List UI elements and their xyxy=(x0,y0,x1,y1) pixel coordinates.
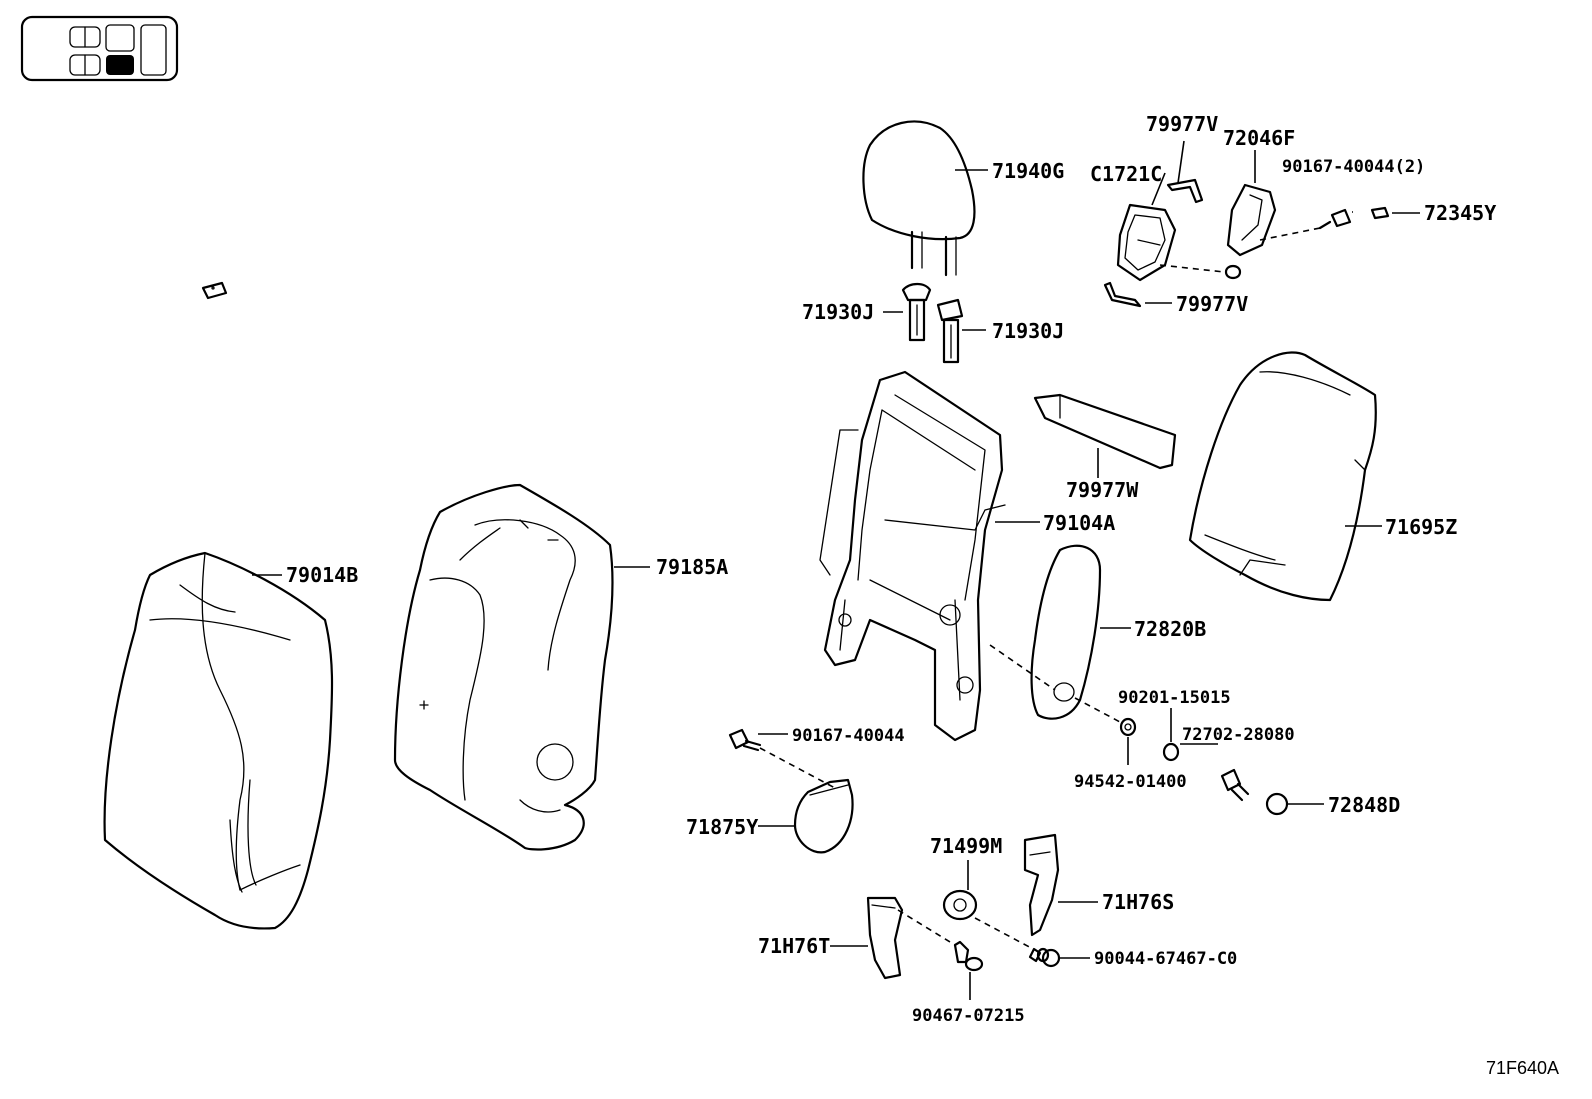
label-94542-01400[interactable]: 94542-01400 xyxy=(1074,772,1187,792)
cover-clip-79977V-lower[interactable] xyxy=(1103,281,1142,308)
clip-72345Y[interactable] xyxy=(1370,206,1390,220)
clip-90467-07215[interactable] xyxy=(953,940,984,972)
side-cover-72820B[interactable] xyxy=(1030,544,1102,720)
bracket-C1721C[interactable] xyxy=(1116,203,1177,282)
label-71930J-left[interactable]: 71930J xyxy=(802,300,874,324)
cap-72848D[interactable] xyxy=(1265,792,1289,816)
seat-position-locator-icon xyxy=(20,15,179,82)
label-71499M[interactable]: 71499M xyxy=(930,834,1002,858)
label-90167-40044-x2[interactable]: 90167-40044(2) xyxy=(1282,157,1425,177)
knob-71499M[interactable] xyxy=(942,889,978,921)
rear-board-71695Z[interactable] xyxy=(1188,351,1377,602)
label-72820B[interactable]: 72820B xyxy=(1134,617,1206,641)
diagram-reference-code: 71F640A xyxy=(1486,1058,1559,1078)
leader-lines xyxy=(252,140,1420,1000)
label-72848D[interactable]: 72848D xyxy=(1328,793,1400,817)
label-71H76S[interactable]: 71H76S xyxy=(1102,890,1174,914)
label-71930J-right[interactable]: 71930J xyxy=(992,319,1064,343)
cover-clip-79977V-upper[interactable] xyxy=(1166,178,1204,204)
bolt-72702-28080[interactable] xyxy=(1220,768,1250,802)
seatback-frame-79104A[interactable] xyxy=(819,370,1006,742)
label-71940G[interactable]: 71940G xyxy=(992,159,1064,183)
label-90467-07215[interactable]: 90467-07215 xyxy=(912,1006,1025,1026)
part-labels: 79014B 79185A 71940G 71930J 71930J 79977… xyxy=(286,112,1559,1078)
cover-71H76T[interactable] xyxy=(866,896,904,980)
seatback-cover-79014B[interactable] xyxy=(103,551,334,930)
assembly-dashed-lines xyxy=(759,227,1321,951)
label-90044-67467-C0[interactable]: 90044-67467-C0 xyxy=(1094,949,1237,969)
screw-90167-40044[interactable] xyxy=(728,728,762,752)
headrest-guide-left-71930J[interactable] xyxy=(201,281,228,300)
label-C1721C[interactable]: C1721C xyxy=(1090,162,1162,186)
label-71875Y[interactable]: 71875Y xyxy=(686,815,758,839)
screw-90167-40044-x2[interactable] xyxy=(1224,208,1352,280)
label-71H76T[interactable]: 71H76T xyxy=(758,934,830,958)
label-90167-40044[interactable]: 90167-40044 xyxy=(792,726,905,746)
cover-71875Y[interactable] xyxy=(793,778,854,854)
label-79104A[interactable]: 79104A xyxy=(1043,511,1115,535)
trim-strip-79977W[interactable] xyxy=(1033,393,1177,470)
label-79014B[interactable]: 79014B xyxy=(286,563,358,587)
label-71695Z[interactable]: 71695Z xyxy=(1385,515,1457,539)
screw-90044-67467-C0[interactable] xyxy=(1028,947,1061,968)
headrest-guide-71930J-a[interactable] xyxy=(901,282,932,342)
headrest-71940G[interactable] xyxy=(862,120,976,277)
headrest-guide-71930J-b[interactable] xyxy=(936,298,964,364)
cover-72046F[interactable] xyxy=(1226,183,1277,257)
cover-71H76S[interactable] xyxy=(1023,833,1060,937)
label-72046F[interactable]: 72046F xyxy=(1223,126,1295,150)
label-72345Y[interactable]: 72345Y xyxy=(1424,201,1496,225)
label-79977V-top[interactable]: 79977V xyxy=(1146,112,1218,136)
nut-94542-01400[interactable] xyxy=(1162,742,1180,762)
label-79185A[interactable]: 79185A xyxy=(656,555,728,579)
washer-90201-15015[interactable] xyxy=(1119,717,1137,737)
label-79977V-bottom[interactable]: 79977V xyxy=(1176,292,1248,316)
label-79977W[interactable]: 79977W xyxy=(1066,478,1139,502)
label-72702-28080[interactable]: 72702-28080 xyxy=(1182,725,1295,745)
label-90201-15015[interactable]: 90201-15015 xyxy=(1118,688,1231,708)
seatback-pad-79185A[interactable] xyxy=(393,483,614,851)
